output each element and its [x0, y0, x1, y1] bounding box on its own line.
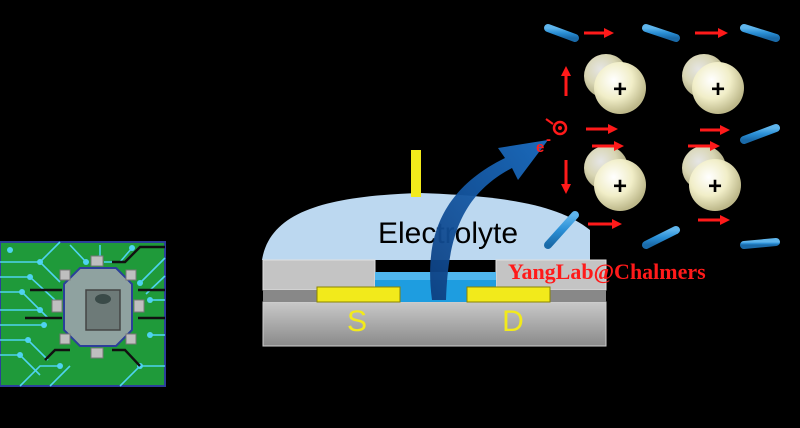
svg-text:e: e: [536, 139, 544, 156]
svg-text:-: -: [546, 131, 551, 148]
watermark-label: YangLab@Chalmers: [508, 259, 706, 284]
drain-label: D: [502, 305, 524, 338]
svg-text:+: +: [708, 173, 722, 200]
electron-icon: e -: [536, 118, 568, 156]
source-label: S: [347, 305, 367, 338]
svg-text:+: +: [711, 76, 725, 103]
arrow-right-icon: [698, 215, 730, 225]
cation-icon: +: [594, 62, 646, 114]
svg-text:+: +: [613, 173, 627, 200]
arrow-right-icon: [588, 219, 622, 229]
source-electrode: [316, 286, 401, 303]
svg-text:+: +: [613, 76, 627, 103]
transistor-device: Electrolyte S D: [262, 150, 607, 347]
arrow-right-icon: [586, 124, 618, 134]
arrow-up-icon: [561, 66, 571, 96]
electrolyte-droplet: [262, 193, 590, 260]
arrow-right-icon: [695, 28, 728, 38]
circuit-board-icon: [0, 241, 166, 387]
arrow-right-icon: [592, 141, 624, 151]
arrow-down-icon: [561, 160, 571, 194]
cation-icon: +: [692, 62, 744, 114]
substrate: [262, 301, 607, 347]
curved-arrow-icon: [430, 140, 548, 300]
arrow-right-icon: [584, 28, 614, 38]
gate-electrode: [411, 150, 421, 197]
arrow-right-icon: [688, 141, 720, 151]
arrow-right-icon: [700, 125, 730, 135]
crystal-lattice: + + + +: [536, 24, 780, 249]
cation-icon: +: [594, 159, 646, 211]
cation-icon: +: [689, 159, 741, 211]
current-arrows: [561, 28, 730, 229]
drain-electrode: [466, 286, 551, 303]
